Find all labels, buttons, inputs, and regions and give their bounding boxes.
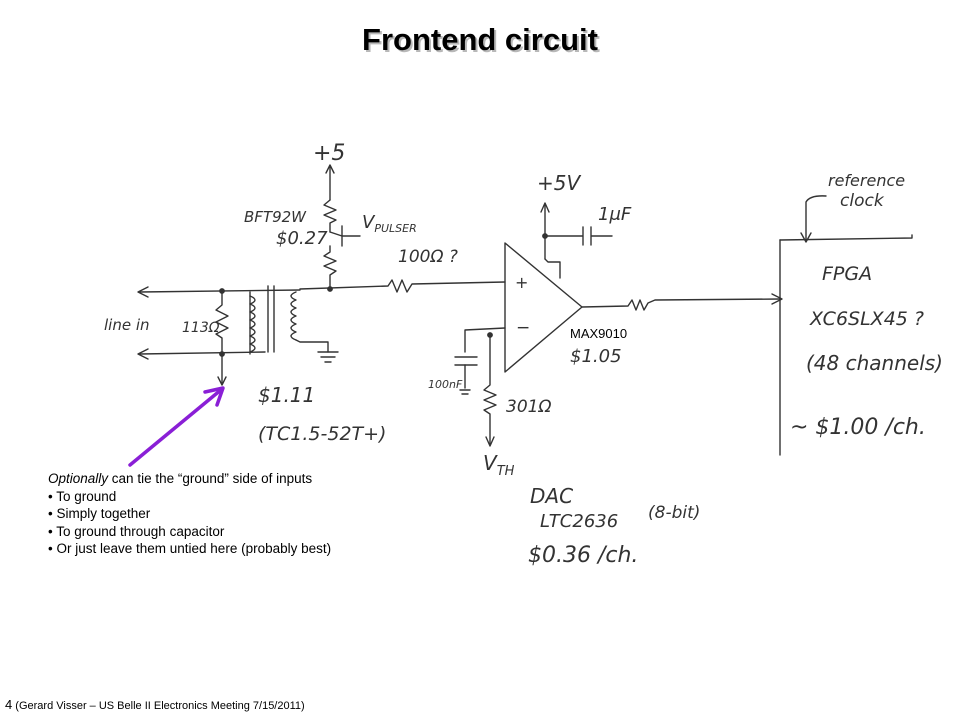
opamp-minus-label: − bbox=[516, 318, 530, 338]
line-in-bottom-arrowhead bbox=[137, 348, 149, 360]
dac-price-label: $0.36 /ch. bbox=[528, 543, 638, 568]
minus-input-wire bbox=[464, 327, 506, 353]
line-in-label: line in bbox=[104, 316, 150, 334]
resistor-100 bbox=[299, 279, 506, 293]
vpulser-label: VPULSER bbox=[362, 212, 417, 235]
cap-ground bbox=[459, 389, 471, 395]
page-number: 4 bbox=[5, 697, 13, 712]
xfmr-price-label: $1.11 bbox=[258, 383, 315, 407]
resistor-100-label: 100Ω ? bbox=[398, 247, 458, 267]
annotation-arrowhead bbox=[203, 386, 225, 407]
ground-note: Optionally can tie the “ground” side of … bbox=[48, 470, 331, 558]
transistor-base bbox=[329, 231, 361, 237]
note-heading-rest: can tie the “ground” side of inputs bbox=[108, 471, 313, 486]
clock-arrowhead bbox=[800, 232, 812, 243]
resistor-mid bbox=[323, 245, 337, 291]
xfmr-secondary bbox=[290, 291, 297, 341]
reference-label: reference bbox=[828, 171, 905, 190]
title-wrap: Frontend circuit bbox=[0, 22, 960, 58]
supply-to-opamp bbox=[544, 258, 561, 279]
cap-100nf-plates bbox=[454, 356, 478, 366]
resistor-113 bbox=[215, 291, 229, 355]
line-in-top-arrowhead bbox=[137, 286, 149, 298]
note-bullet: • To ground bbox=[48, 488, 117, 504]
ground-symbol bbox=[317, 351, 339, 363]
cap-1uf bbox=[544, 226, 613, 246]
note-heading: Optionally can tie the “ground” side of … bbox=[48, 470, 331, 488]
cap-1uf-label: 1μF bbox=[598, 204, 632, 225]
clock-label: clock bbox=[840, 191, 885, 211]
xfmr-part-label: (TC1.5-52T+) bbox=[258, 423, 386, 445]
plus5-arrowhead bbox=[325, 164, 335, 174]
resistor-top bbox=[323, 199, 337, 233]
resistor-301-label: 301Ω bbox=[506, 397, 551, 417]
annotation-arrow bbox=[128, 387, 224, 467]
bft92w-label: BFT92W bbox=[244, 208, 307, 226]
cap-100nf-label: 100nF bbox=[428, 378, 463, 391]
note-heading-italic: Optionally bbox=[48, 471, 109, 486]
fpga-price-label: ~ $1.00 /ch. bbox=[790, 415, 926, 440]
output-wire bbox=[581, 298, 781, 311]
plus5-label: +5 bbox=[313, 141, 345, 166]
vth-arrowhead bbox=[485, 436, 495, 447]
resistor-301 bbox=[483, 334, 497, 445]
opamp-triangle bbox=[504, 242, 583, 373]
plus5v-arrowhead bbox=[540, 202, 550, 213]
dac-label: DAC bbox=[530, 484, 573, 508]
fpga-channels-label: (48 channels) bbox=[806, 351, 943, 375]
opamp-plus-label: + bbox=[515, 273, 528, 292]
note-bullet: • Or just leave them untied here (probab… bbox=[48, 541, 332, 556]
bft-price-label: $0.27 bbox=[276, 228, 328, 249]
resistor-113-label: 113Ω bbox=[182, 320, 220, 336]
note-bullet: • Simply together bbox=[48, 506, 151, 521]
node-dot bbox=[219, 288, 225, 294]
slide-footer: 4 (Gerard Visser – US Belle II Electroni… bbox=[5, 697, 305, 712]
fpga-part-label: XC6SLX45 ? bbox=[809, 308, 924, 330]
dac-part-label: LTC2636 bbox=[540, 511, 618, 532]
line-in-bottom-wire bbox=[139, 351, 266, 355]
output-arrowhead bbox=[771, 293, 783, 305]
note-bullet: • To ground through capacitor bbox=[48, 523, 225, 539]
fpga-label: FPGA bbox=[822, 263, 872, 285]
footer-citation: (Gerard Visser – US Belle II Electronics… bbox=[12, 700, 305, 712]
clock-wire bbox=[805, 195, 827, 241]
max-price-label: $1.05 bbox=[570, 346, 622, 367]
fpga-box-top bbox=[779, 234, 913, 241]
vth-label: VTH bbox=[483, 451, 515, 479]
ground-side-arrowhead bbox=[217, 376, 227, 386]
slide-title: Frontend circuit bbox=[362, 22, 598, 57]
plus5v-label: +5V bbox=[537, 171, 581, 195]
xfmr-primary bbox=[249, 295, 256, 353]
max9010-label: MAX9010 bbox=[570, 326, 627, 341]
secondary-ground-wire bbox=[295, 339, 329, 353]
dac-bits-label: (8-bit) bbox=[648, 503, 700, 523]
